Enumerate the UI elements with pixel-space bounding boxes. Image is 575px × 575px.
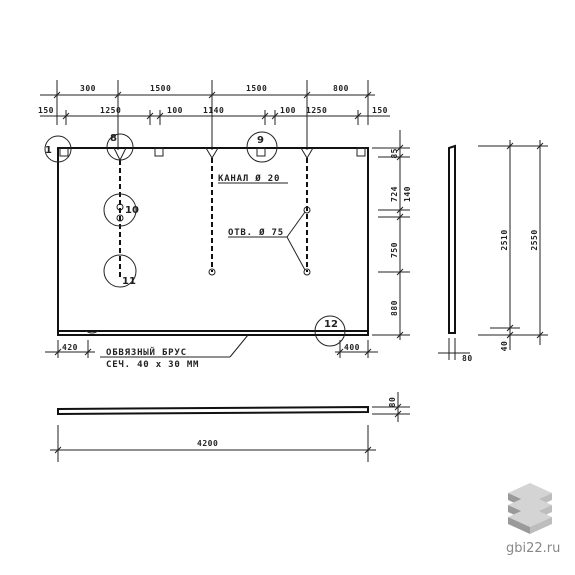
top-dim-100-left: 100 xyxy=(167,106,183,115)
side-dim-80: 80 xyxy=(462,354,473,363)
holes-label: ОТВ. Ø 75 xyxy=(228,227,284,238)
plate-dim-4200: 4200 xyxy=(197,439,218,448)
side-view xyxy=(438,140,548,360)
right-dim-140: 140 xyxy=(403,186,412,202)
top-dimension-lines xyxy=(40,80,390,150)
callout-label-10: 10 xyxy=(125,205,139,216)
top-dim-150-left: 150 xyxy=(38,106,54,115)
bottom-dim-400: 400 xyxy=(344,343,360,352)
side-dim-2550: 2550 xyxy=(530,229,539,250)
callout-circles xyxy=(44,131,346,347)
side-dim-40: 40 xyxy=(500,341,509,352)
top-dim-800: 800 xyxy=(333,84,349,93)
right-dim-750: 750 xyxy=(390,242,399,258)
channel-label: КАНАЛ Ø 20 xyxy=(218,173,280,184)
top-dim-1250-left: 1250 xyxy=(100,106,121,115)
gbi22-logo xyxy=(508,483,552,534)
right-dimension-lines xyxy=(372,130,410,340)
callout-label-12: 12 xyxy=(324,319,338,330)
plate-dim-80: 80 xyxy=(388,397,397,408)
right-dim-85: 85 xyxy=(390,148,399,159)
bottom-dimension-lines xyxy=(45,340,378,358)
top-dim-1500-right: 1500 xyxy=(246,84,267,93)
top-dim-1140: 1140 xyxy=(203,106,224,115)
top-dim-150-right: 150 xyxy=(372,106,388,115)
right-dim-880: 880 xyxy=(390,300,399,316)
channels xyxy=(113,147,314,278)
callout-label-8: 8 xyxy=(110,133,117,144)
watermark-text: gbi22.ru xyxy=(506,541,560,556)
panel-outline xyxy=(57,147,369,336)
callout-label-9: 9 xyxy=(257,135,264,146)
callout-label-1: 1 xyxy=(45,145,52,156)
top-dim-1500-left: 1500 xyxy=(150,84,171,93)
beam-label-line1: ОБВЯЗНЫЙ БРУС xyxy=(106,346,187,358)
top-dim-300: 300 xyxy=(80,84,96,93)
right-dim-724: 724 xyxy=(390,186,399,202)
top-dim-100-right: 100 xyxy=(280,106,296,115)
beam-label-line2: СЕЧ. 40 х 30 ММ xyxy=(106,360,199,370)
callout-label-11: 11 xyxy=(122,276,136,287)
side-dim-2510: 2510 xyxy=(500,229,509,250)
bottom-plate-view xyxy=(50,392,410,462)
bottom-dim-420: 420 xyxy=(62,343,78,352)
top-dim-1250-right: 1250 xyxy=(306,106,327,115)
